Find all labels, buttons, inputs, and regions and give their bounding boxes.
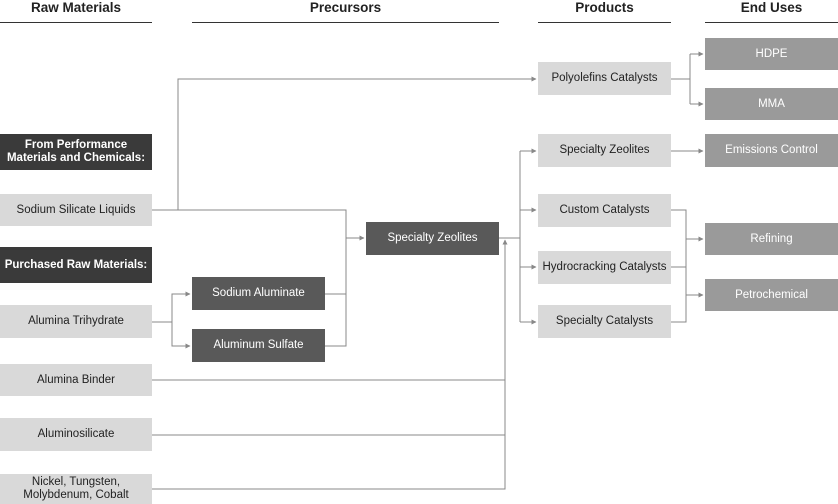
header-precursors: Precursors <box>192 0 499 23</box>
precursor-specialty-zeolites: Specialty Zeolites <box>366 222 499 255</box>
raw-alumina-binder: Alumina Binder <box>0 364 152 396</box>
precursor-sodium-aluminate: Sodium Aluminate <box>192 277 325 310</box>
end-use-petrochemical: Petrochemical <box>705 279 838 311</box>
end-use-mma: MMA <box>705 88 838 120</box>
precursor-aluminum-sulfate: Aluminum Sulfate <box>192 329 325 362</box>
product-hydrocracking-catalysts: Hydrocracking Catalysts <box>538 251 671 284</box>
end-use-hdpe: HDPE <box>705 38 838 70</box>
header-products: Products <box>538 0 671 23</box>
product-custom-catalysts: Custom Catalysts <box>538 194 671 227</box>
label-from-performance-materials: From Performance Materials and Chemicals… <box>0 134 152 170</box>
product-specialty-zeolites: Specialty Zeolites <box>538 134 671 167</box>
label-purchased-raw-materials: Purchased Raw Materials: <box>0 247 152 283</box>
raw-aluminosilicate: Aluminosilicate <box>0 418 152 451</box>
raw-nickel-tungsten-molybdenum-cobalt: Nickel, Tungsten, Molybdenum, Cobalt <box>0 474 152 504</box>
raw-sodium-silicate-liquids: Sodium Silicate Liquids <box>0 194 152 226</box>
header-end-uses: End Uses <box>705 0 838 23</box>
end-use-refining: Refining <box>705 223 838 255</box>
header-raw-materials: Raw Materials <box>0 0 152 23</box>
raw-alumina-trihydrate: Alumina Trihydrate <box>0 305 152 338</box>
product-polyolefins-catalysts: Polyolefins Catalysts <box>538 62 671 95</box>
product-specialty-catalysts: Specialty Catalysts <box>538 305 671 338</box>
end-use-emissions-control: Emissions Control <box>705 134 838 167</box>
